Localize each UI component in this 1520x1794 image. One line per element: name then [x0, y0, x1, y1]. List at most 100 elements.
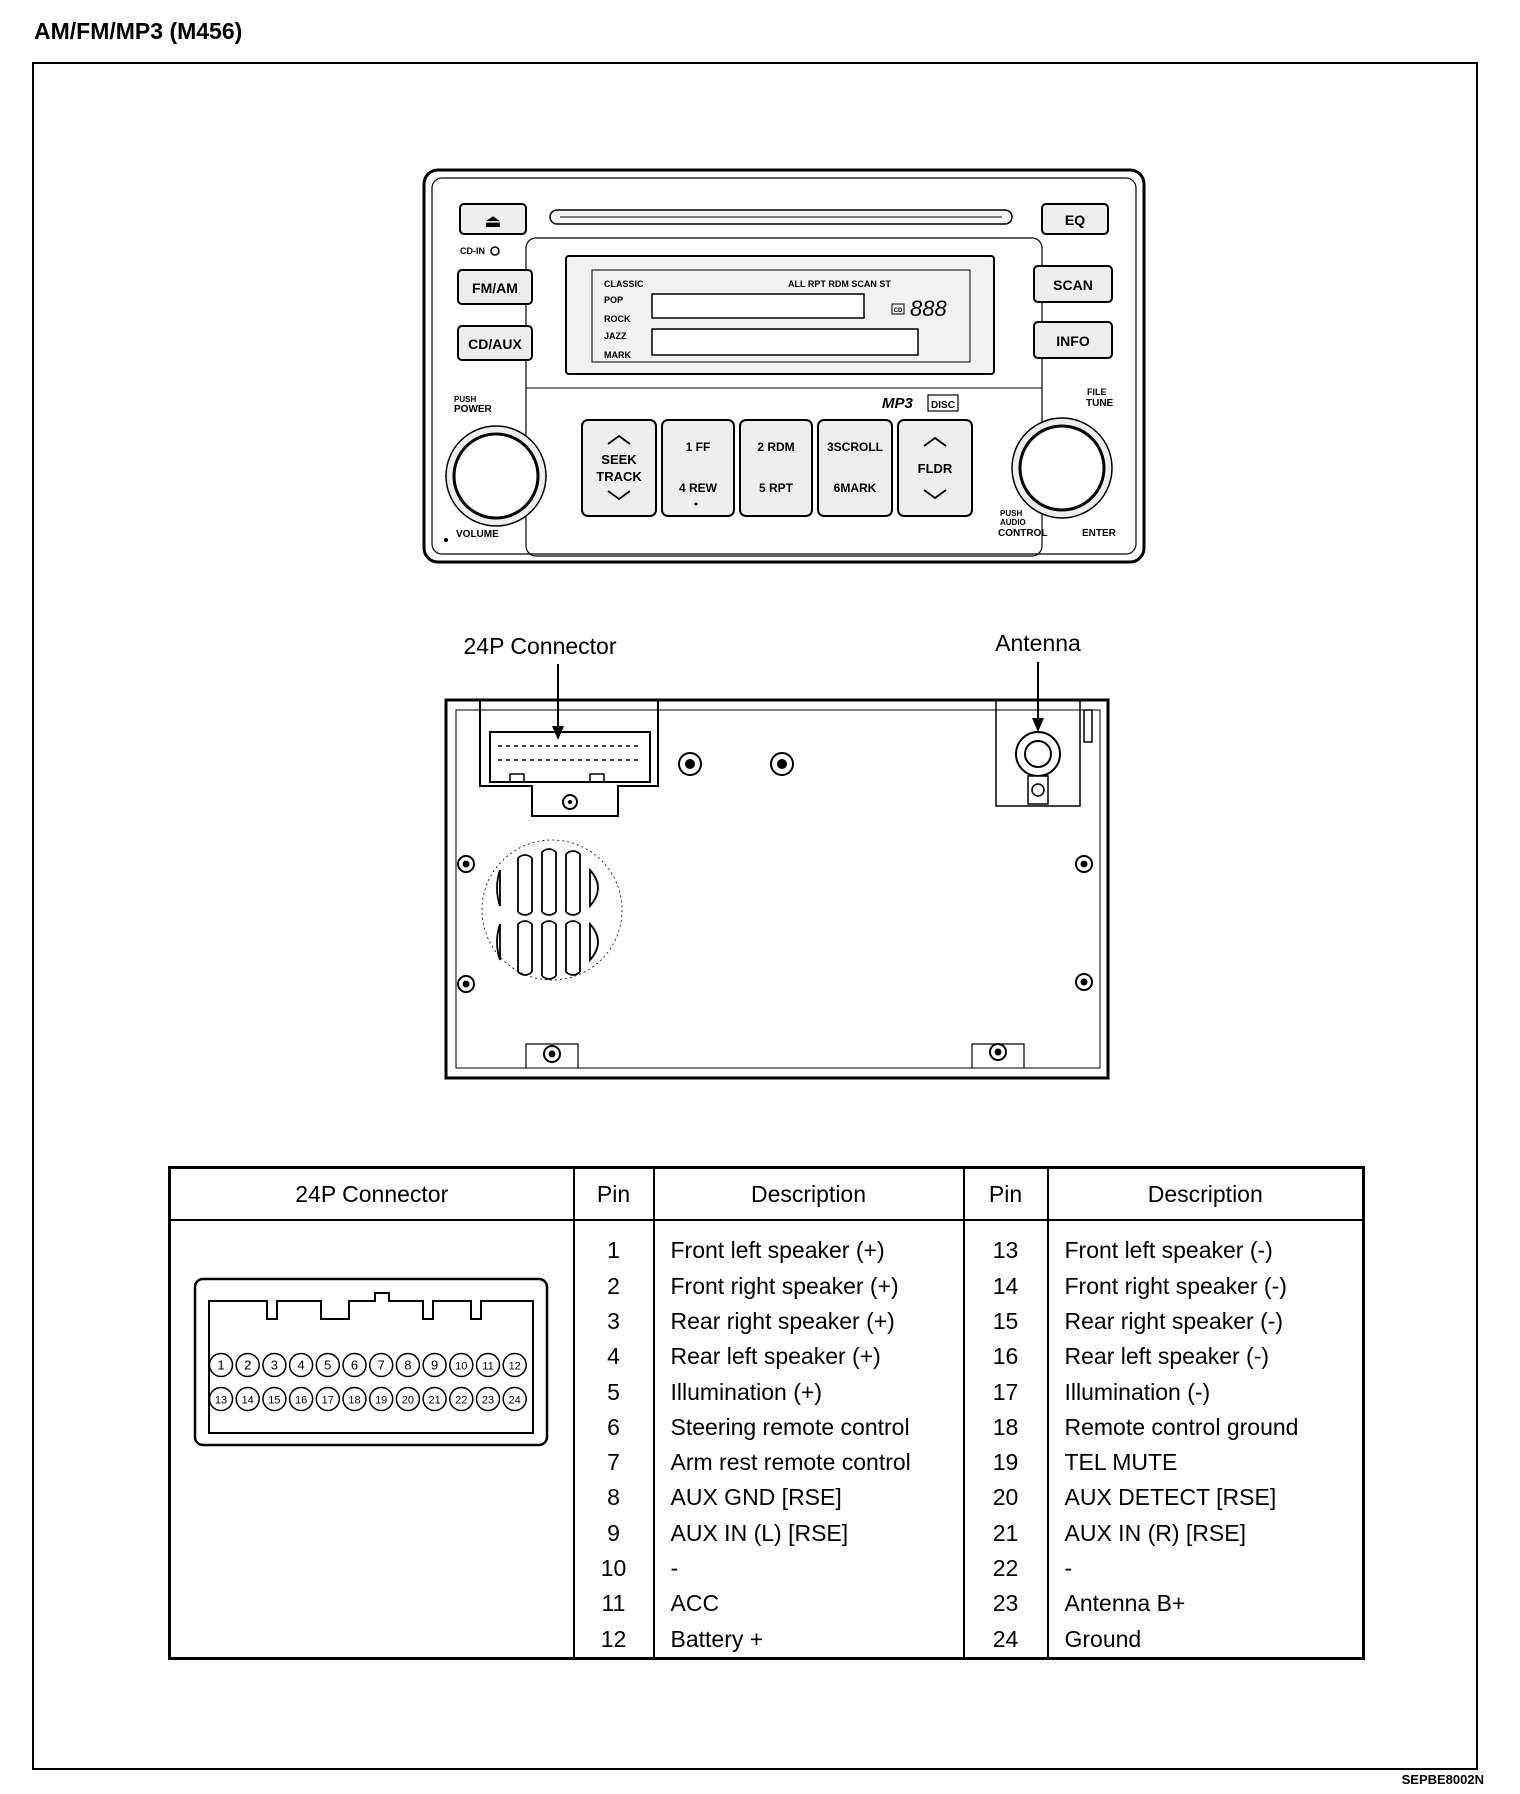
rear-view: 24P Connector Antenna [444, 630, 1110, 1080]
enter-label: ENTER [1082, 528, 1117, 539]
pin-number: 14 [962, 1268, 1048, 1304]
pin-marker [208, 1386, 234, 1412]
screw-icon [770, 752, 794, 776]
disc-logo: DISC [931, 400, 955, 411]
pin-label: 6 [351, 1358, 358, 1373]
volume-knob[interactable] [452, 432, 540, 520]
pin-description: Rear right speaker (+) [652, 1303, 964, 1340]
table-header-row: 24P Connector Pin Description Pin Descri… [169, 1167, 1364, 1221]
eject-icon: ⏏ [484, 211, 501, 231]
power-label: POWER [454, 404, 493, 415]
pin-label: 22 [455, 1395, 467, 1407]
pin-number: 4 [572, 1339, 654, 1375]
display-digits: 888 [910, 296, 947, 321]
pin-marker [449, 1386, 474, 1412]
pin-description: ACC [652, 1586, 964, 1622]
pin-marker [208, 1352, 234, 1378]
pin-description: Antenna B+ [1046, 1586, 1364, 1622]
chevron-down-icon [923, 489, 947, 500]
screw-icon [1075, 973, 1093, 991]
info-button[interactable]: INFO [1033, 321, 1113, 359]
screw-icon [457, 975, 475, 993]
seek-track-button[interactable]: SEEK TRACK [581, 419, 657, 517]
antenna-jack [1015, 731, 1061, 777]
eq-mode-mark: MARK [604, 350, 631, 360]
pin-marker [502, 1386, 527, 1412]
cd-icon-label: CD [894, 308, 903, 314]
disc-logo-icon [927, 394, 959, 412]
pin-description: Front right speaker (+) [652, 1268, 964, 1304]
pin-marker [368, 1386, 394, 1412]
pin-number: 22 [962, 1550, 1048, 1587]
volume-label: VOLUME [456, 529, 499, 540]
pin-label: 20 [402, 1395, 414, 1407]
preset-6-label: 6MARK [834, 481, 877, 495]
cd-aux-button[interactable]: CD/AUX [457, 325, 533, 361]
pin-label: 8 [404, 1358, 411, 1373]
folder-button[interactable]: FLDR [897, 419, 973, 517]
eject-button[interactable]: ⏏ [459, 203, 527, 235]
pin-label: 1 [217, 1358, 224, 1373]
pin-description: AUX DETECT [RSE] [1046, 1480, 1364, 1516]
pin-description: Front right speaker (-) [1046, 1268, 1364, 1304]
pin-number: 16 [962, 1339, 1048, 1375]
pin-marker [449, 1352, 474, 1378]
pin-description: AUX GND [RSE] [652, 1480, 964, 1516]
pin-label: 12 [509, 1361, 521, 1373]
chevron-down-icon [607, 490, 631, 501]
antenna-callout-label: Antenna [995, 630, 1081, 656]
pin-marker [288, 1386, 314, 1412]
pin-label: 15 [268, 1395, 280, 1407]
tune-knob[interactable] [1018, 424, 1106, 512]
control-label: CONTROL [998, 528, 1047, 539]
pin-description: - [1046, 1550, 1364, 1587]
preset-2-5-button[interactable]: 2 RDM 5 RPT [739, 419, 813, 517]
screw-icon [562, 794, 578, 810]
cd-icon [891, 303, 905, 315]
preset-1-4-button[interactable]: 1 FF 4 REW [661, 419, 735, 517]
cd-in-indicator-icon [490, 246, 500, 256]
scan-button[interactable]: SCAN [1033, 265, 1113, 303]
pin-number: 11 [572, 1586, 654, 1622]
preset-5-label: 5 RPT [759, 481, 794, 495]
pin-label: 3 [271, 1358, 278, 1373]
fm-am-button[interactable]: FM/AM [457, 269, 533, 305]
file-label: FILE [1087, 387, 1107, 397]
pin-marker [342, 1386, 367, 1412]
pin-marker [475, 1386, 501, 1412]
pin-description: Arm rest remote control [652, 1445, 964, 1481]
pin-description: Remote control ground [1046, 1409, 1364, 1445]
display-indicators: ALL RPT RDM SCAN ST [788, 279, 891, 289]
eq-label: EQ [1065, 212, 1085, 228]
pin-description: Illumination (-) [1046, 1374, 1364, 1410]
eq-mode-jazz: JAZZ [604, 331, 627, 341]
preset-1-label: 1 FF [686, 440, 711, 454]
pin-table: 24P Connector Pin Description Pin Descri… [168, 1166, 1365, 1660]
pin-marker [342, 1352, 367, 1378]
pin-description: Front left speaker (+) [652, 1220, 964, 1269]
display-line-1 [651, 293, 865, 319]
arrow-down-icon [552, 726, 564, 740]
pin-number: 5 [572, 1374, 654, 1410]
pin-marker [315, 1386, 341, 1412]
screw-icon [678, 752, 702, 776]
fldr-label: FLDR [918, 461, 953, 476]
preset-3-6-button[interactable]: 3SCROLL 6MARK [817, 419, 893, 517]
pin-label: 10 [455, 1361, 467, 1373]
pin-description: AUX IN (L) [RSE] [652, 1515, 964, 1551]
header-pin: Pin [962, 1167, 1048, 1221]
pin-description: Ground [1046, 1621, 1364, 1659]
pin-marker [422, 1386, 447, 1412]
push-audio-label: PUSH [1000, 509, 1022, 518]
fm-am-label: FM/AM [472, 280, 518, 296]
eq-button[interactable]: EQ [1041, 203, 1109, 235]
pin-label: 18 [348, 1395, 360, 1407]
pin-label: 7 [378, 1358, 385, 1373]
pin-number: 2 [572, 1268, 654, 1304]
